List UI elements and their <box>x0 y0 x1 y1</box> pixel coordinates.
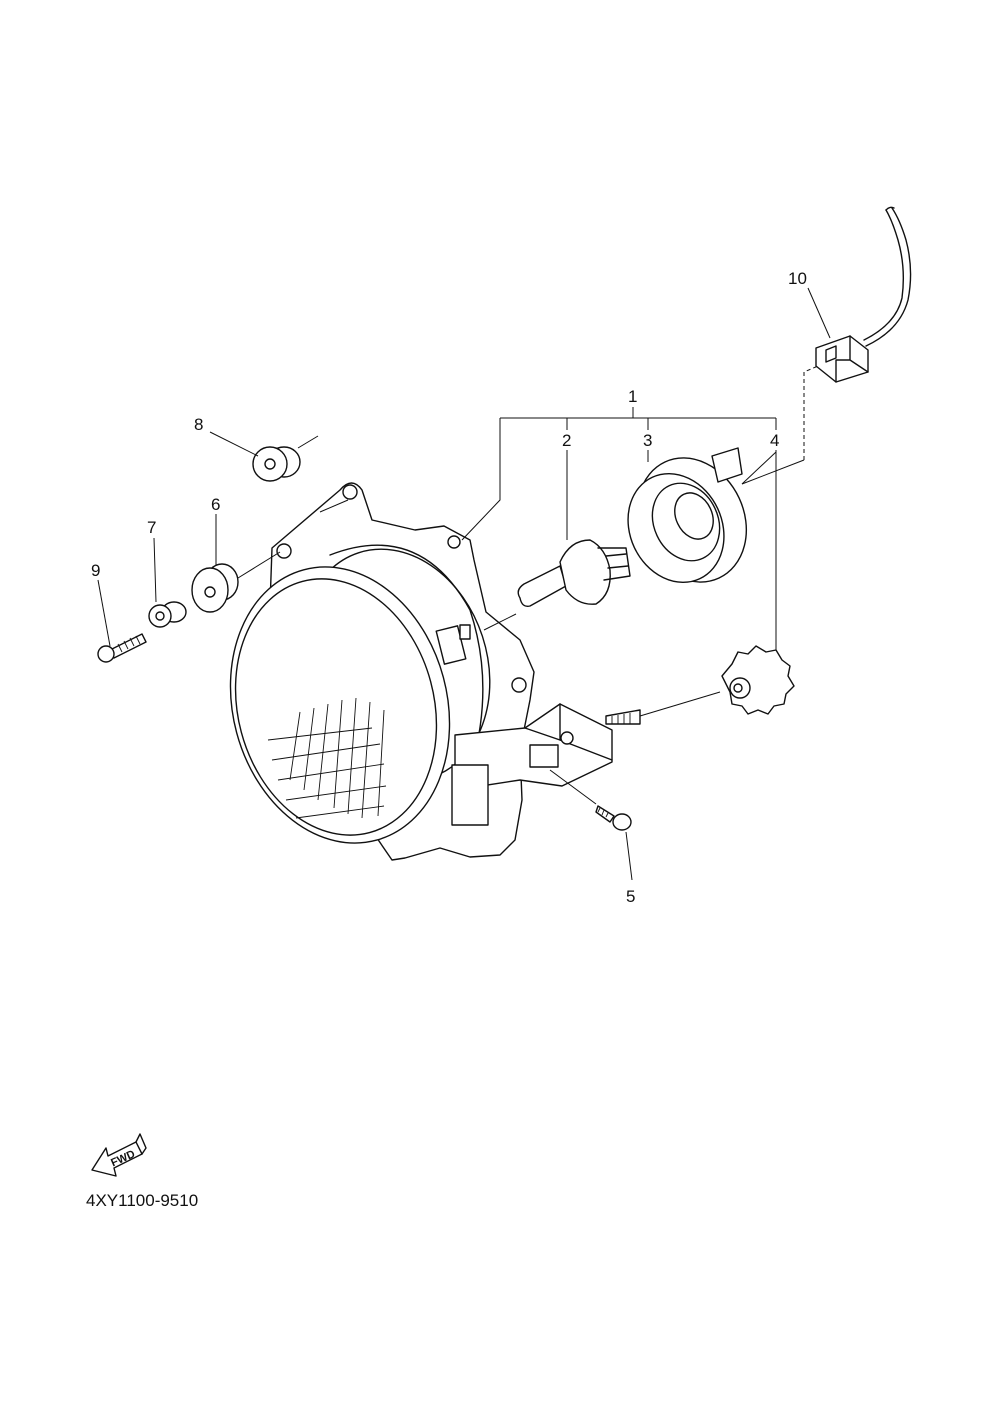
fwd-label: FWD <box>109 1148 137 1169</box>
callout-labels: 1 2 3 4 5 6 7 8 9 10 <box>91 269 807 906</box>
aim-tab <box>435 625 467 665</box>
screw-5 <box>595 805 632 831</box>
bulb <box>517 539 631 608</box>
leader-lines <box>97 287 831 881</box>
callout-3: 3 <box>643 431 652 450</box>
bracket-hole-left <box>276 543 292 559</box>
bracket-hole-right <box>447 535 461 549</box>
bracket-hole-lower <box>511 677 527 693</box>
wire-connector <box>815 206 912 383</box>
headlight-assembly <box>229 482 613 861</box>
bulb-socket-cover <box>627 447 748 584</box>
fwd-arrow-icon: FWD <box>91 1133 147 1177</box>
bolt-9 <box>97 633 147 663</box>
collar-7 <box>148 601 187 628</box>
adjuster-block <box>451 703 613 826</box>
grommet-6 <box>191 563 239 613</box>
diagram-code: 4XY1100-9510 <box>86 1191 198 1210</box>
callout-1: 1 <box>628 387 637 406</box>
callout-7: 7 <box>147 518 156 537</box>
callout-9: 9 <box>91 561 100 580</box>
callout-10: 10 <box>788 269 807 288</box>
aim-tab-small <box>459 624 471 640</box>
callout-4: 4 <box>770 431 779 450</box>
damper-8 <box>252 446 301 482</box>
headlight-lens <box>234 578 438 836</box>
callout-8: 8 <box>194 415 203 434</box>
headlight-lens-rim <box>229 566 451 844</box>
adjuster-knob <box>605 645 795 725</box>
lens-pattern <box>267 697 387 819</box>
bracket-hole-top <box>342 484 358 500</box>
callout-6: 6 <box>211 495 220 514</box>
callout-2: 2 <box>562 431 571 450</box>
callout-5: 5 <box>626 887 635 906</box>
